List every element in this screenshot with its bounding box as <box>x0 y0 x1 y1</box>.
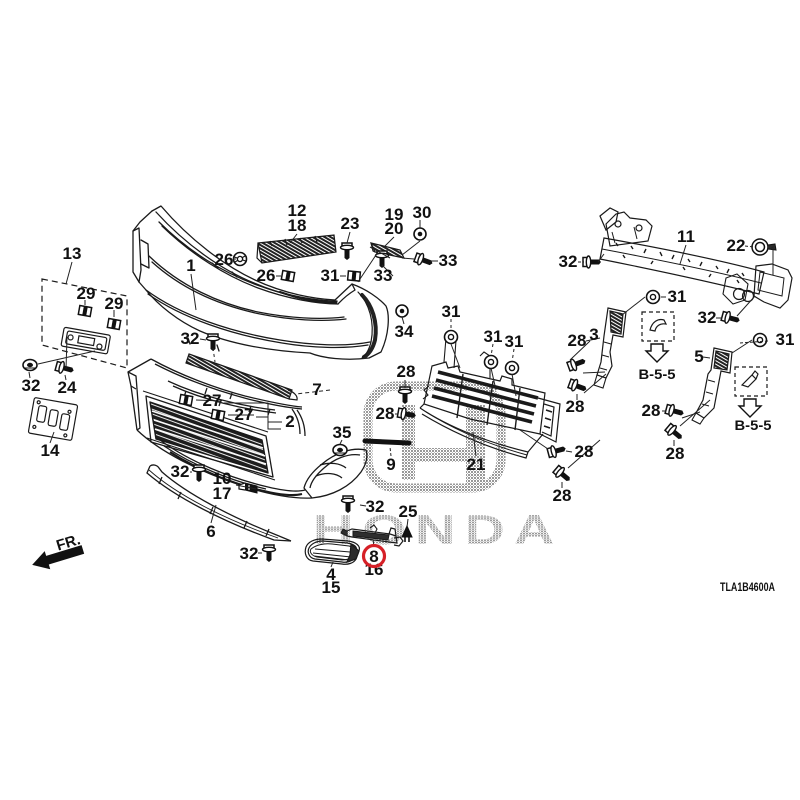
svg-text:25: 25 <box>399 502 418 521</box>
svg-text:20: 20 <box>385 219 404 238</box>
svg-text:27: 27 <box>203 391 222 410</box>
svg-text:26: 26 <box>257 266 276 285</box>
svg-text:26: 26 <box>215 250 234 269</box>
svg-text:31: 31 <box>442 302 461 321</box>
svg-text:28: 28 <box>566 397 585 416</box>
svg-text:28: 28 <box>376 404 395 423</box>
svg-text:32: 32 <box>240 544 259 563</box>
svg-text:32: 32 <box>366 497 385 516</box>
svg-text:31: 31 <box>321 266 340 285</box>
svg-text:32: 32 <box>171 462 190 481</box>
svg-text:3: 3 <box>589 325 598 344</box>
svg-text:28: 28 <box>397 362 416 381</box>
svg-text:FR.: FR. <box>54 531 82 554</box>
svg-text:15: 15 <box>322 578 341 597</box>
svg-text:29: 29 <box>77 284 96 303</box>
svg-text:TLA1B4600A: TLA1B4600A <box>720 580 775 594</box>
svg-text:8: 8 <box>369 547 378 566</box>
svg-text:31: 31 <box>668 287 687 306</box>
svg-text:33: 33 <box>439 251 458 270</box>
svg-text:32: 32 <box>22 376 41 395</box>
svg-text:5: 5 <box>694 347 703 366</box>
svg-text:31: 31 <box>505 332 524 351</box>
svg-text:4: 4 <box>326 565 336 584</box>
svg-text:31: 31 <box>484 327 503 346</box>
svg-text:28: 28 <box>568 331 587 350</box>
svg-text:19: 19 <box>385 205 404 224</box>
svg-text:32: 32 <box>559 252 578 271</box>
svg-text:11: 11 <box>677 227 695 246</box>
svg-text:17: 17 <box>213 484 232 503</box>
svg-text:33: 33 <box>374 266 393 285</box>
svg-text:6: 6 <box>206 522 215 541</box>
svg-text:29: 29 <box>105 294 124 313</box>
svg-text:23: 23 <box>341 214 360 233</box>
svg-text:12: 12 <box>288 201 307 220</box>
svg-text:2: 2 <box>285 412 294 431</box>
svg-text:30: 30 <box>413 203 432 222</box>
svg-text:B-5-5: B-5-5 <box>735 417 772 433</box>
svg-text:32: 32 <box>181 329 200 348</box>
svg-text:B-5-5: B-5-5 <box>639 366 676 382</box>
svg-text:28: 28 <box>642 401 661 420</box>
svg-text:18: 18 <box>288 216 307 235</box>
svg-text:1: 1 <box>186 256 195 275</box>
svg-text:32: 32 <box>698 308 717 327</box>
svg-text:28: 28 <box>575 442 594 461</box>
svg-text:27: 27 <box>235 405 254 424</box>
svg-text:28: 28 <box>666 444 685 463</box>
svg-text:31: 31 <box>776 330 795 349</box>
svg-text:10: 10 <box>213 469 232 488</box>
svg-text:13: 13 <box>63 244 82 263</box>
svg-text:34: 34 <box>395 322 414 341</box>
svg-text:24: 24 <box>58 378 77 397</box>
svg-text:28: 28 <box>553 486 572 505</box>
svg-text:22: 22 <box>727 236 746 255</box>
svg-text:21: 21 <box>467 455 486 474</box>
svg-text:7: 7 <box>312 380 321 399</box>
svg-text:14: 14 <box>41 441 60 460</box>
svg-text:35: 35 <box>333 423 352 442</box>
svg-text:9: 9 <box>386 455 395 474</box>
